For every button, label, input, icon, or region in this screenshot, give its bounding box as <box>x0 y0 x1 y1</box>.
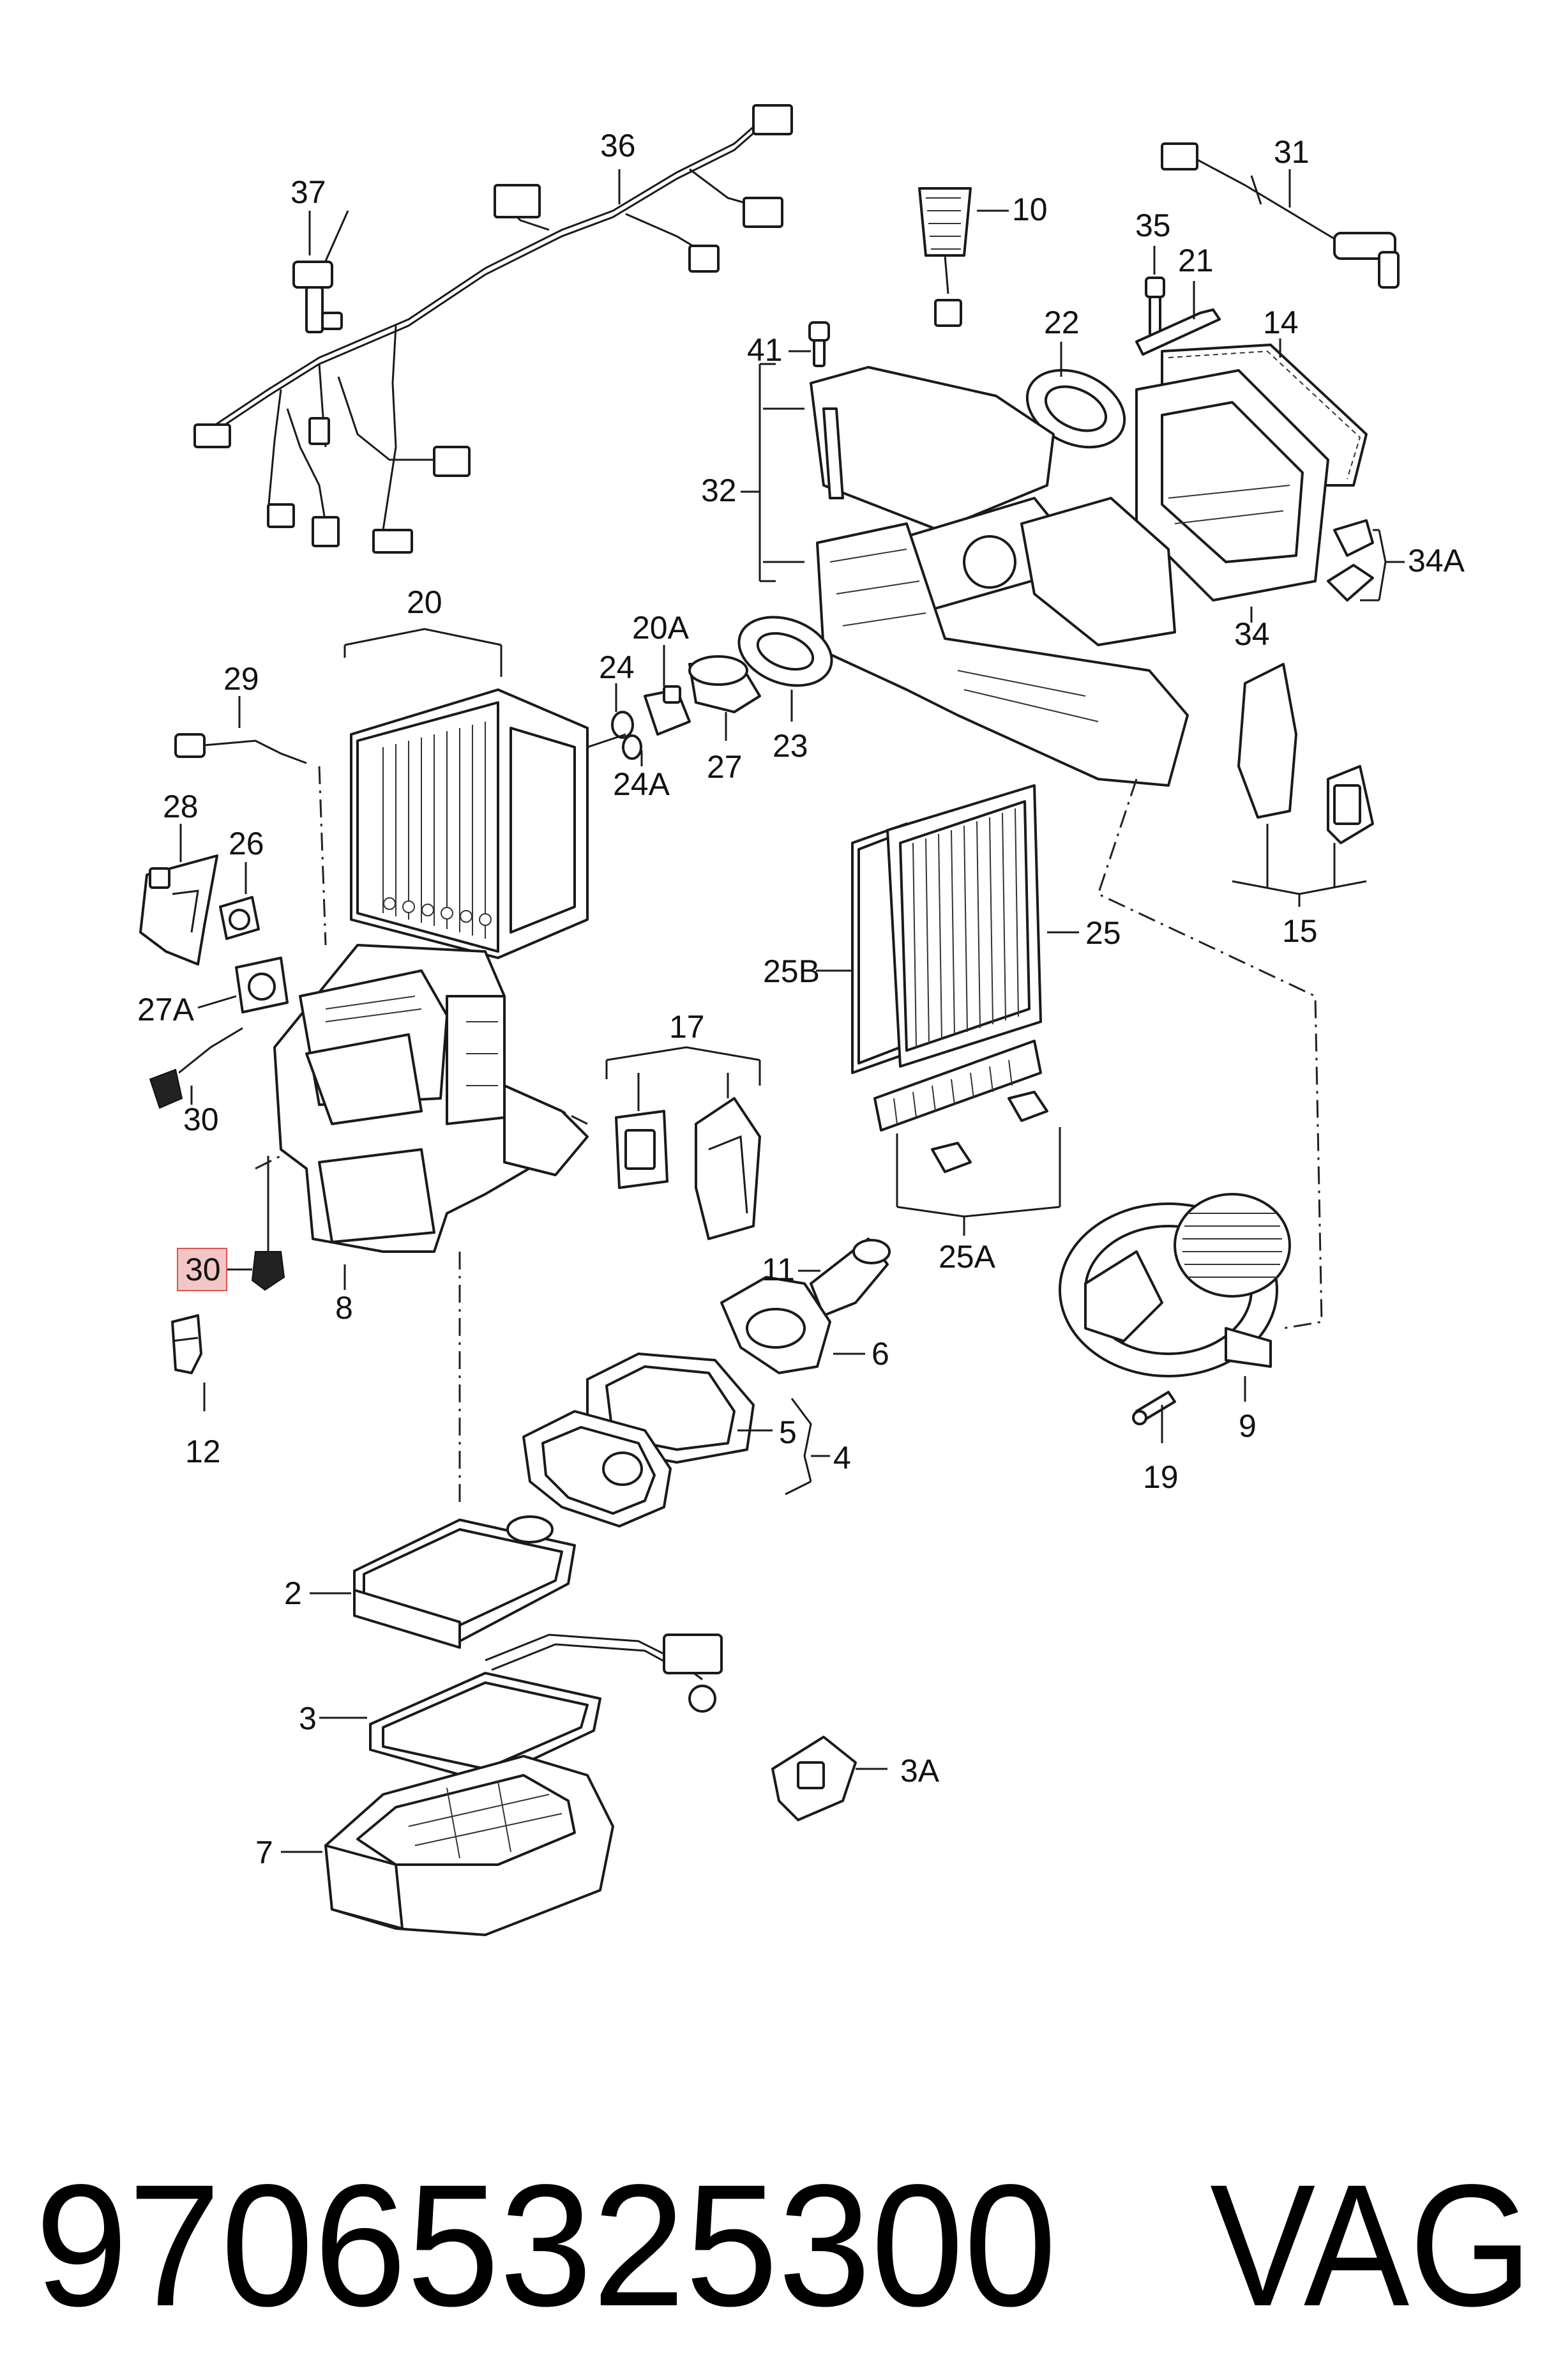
callout-20: 20 <box>407 584 442 620</box>
callout-25B: 25B <box>763 953 820 989</box>
callout-9: 9 <box>1239 1408 1257 1444</box>
sensor-37 <box>292 210 349 333</box>
callout-19: 19 <box>1143 1459 1179 1495</box>
callout-3: 3 <box>299 1701 317 1736</box>
upper-housing-32 <box>810 366 1189 787</box>
lower-housing-7 <box>324 1755 614 1936</box>
actuator-26 <box>219 896 260 940</box>
wiring-harness-36 <box>193 104 793 554</box>
clip-12 <box>171 1314 202 1374</box>
callout-32: 32 <box>701 473 737 508</box>
seal-23 <box>737 616 833 687</box>
callout-41: 41 <box>747 332 783 368</box>
callout-26: 26 <box>229 826 264 861</box>
assembly-lines <box>255 766 1323 1507</box>
callout-34A: 34A <box>1408 543 1465 579</box>
callout-15: 15 <box>1282 913 1318 949</box>
callout-21: 21 <box>1178 243 1214 278</box>
gasket-22 <box>1025 368 1126 449</box>
sensor-29 <box>174 733 307 764</box>
expansion-valve-20A <box>644 685 691 736</box>
blower-9 <box>1059 1193 1291 1377</box>
sensor-30-upper <box>149 1027 243 1109</box>
actuators-17 <box>615 1097 761 1240</box>
duct-4 <box>522 1410 672 1527</box>
screw-35-bracket-21 <box>1135 277 1221 356</box>
callout-25A: 25A <box>939 1239 996 1275</box>
screw-19 <box>1132 1391 1176 1425</box>
callout-11: 11 <box>762 1252 795 1287</box>
callout-27A: 27A <box>137 992 195 1027</box>
sensor-30-lower <box>251 1156 285 1291</box>
callout-2: 2 <box>284 1575 302 1611</box>
footer: 97065325300 VAG <box>35 2148 1532 2342</box>
evaporator-20 <box>350 688 589 959</box>
clip-3A <box>771 1736 857 1821</box>
grommet-27 <box>688 655 761 713</box>
screw-41 <box>808 321 830 367</box>
callout-36: 36 <box>600 128 636 163</box>
callout-labels: 36 37 31 10 35 21 22 14 41 32 34A 34 20 … <box>137 128 1465 1870</box>
filter-25 <box>886 784 1042 1068</box>
heater-3 <box>369 1633 723 1783</box>
clips-25A <box>873 1040 1048 1173</box>
clips-34A <box>1327 519 1374 602</box>
connector-11 <box>810 1238 891 1317</box>
callout-23: 23 <box>773 728 808 764</box>
callout-4: 4 <box>833 1440 851 1476</box>
part-number: 97065325300 <box>35 2148 1057 2342</box>
brand-label: VAG <box>1210 2148 1532 2342</box>
callout-17: 17 <box>669 1009 705 1045</box>
sensor-31 <box>1161 142 1400 289</box>
highlight-box <box>177 1248 227 1291</box>
callout-37: 37 <box>291 174 326 210</box>
o-rings-24 <box>587 711 642 760</box>
housing-34 <box>1135 369 1329 602</box>
callout-6: 6 <box>872 1336 889 1372</box>
seal-6 <box>720 1276 831 1374</box>
callout-14: 14 <box>1263 305 1299 340</box>
callout-20A: 20A <box>632 610 690 646</box>
callout-29: 29 <box>223 661 259 697</box>
callout-28: 28 <box>163 789 199 824</box>
callout-3A: 3A <box>900 1753 940 1789</box>
callout-25: 25 <box>1085 915 1121 951</box>
callout-30-highlighted: 30 <box>185 1252 221 1287</box>
callout-8: 8 <box>335 1290 353 1326</box>
actuator-27A <box>235 957 289 1013</box>
callout-35: 35 <box>1135 208 1171 243</box>
callout-22: 22 <box>1044 305 1080 340</box>
leader-lines <box>179 169 1405 1853</box>
callout-24A: 24A <box>613 766 670 802</box>
callout-12: 12 <box>185 1434 221 1469</box>
callout-31: 31 <box>1274 134 1310 170</box>
sensor-10 <box>918 187 972 327</box>
callout-27: 27 <box>707 749 743 785</box>
heater-core-2 <box>353 1515 576 1649</box>
callout-10: 10 <box>1012 192 1048 227</box>
callout-7: 7 <box>255 1835 273 1870</box>
actuator-bracket-15 <box>1237 663 1374 844</box>
heater-housing-8 <box>273 944 589 1253</box>
callout-34: 34 <box>1234 616 1270 652</box>
callout-24: 24 <box>599 649 635 685</box>
callout-5: 5 <box>779 1414 797 1450</box>
bracket-28 <box>139 854 218 966</box>
callout-30-upper: 30 <box>183 1102 219 1137</box>
